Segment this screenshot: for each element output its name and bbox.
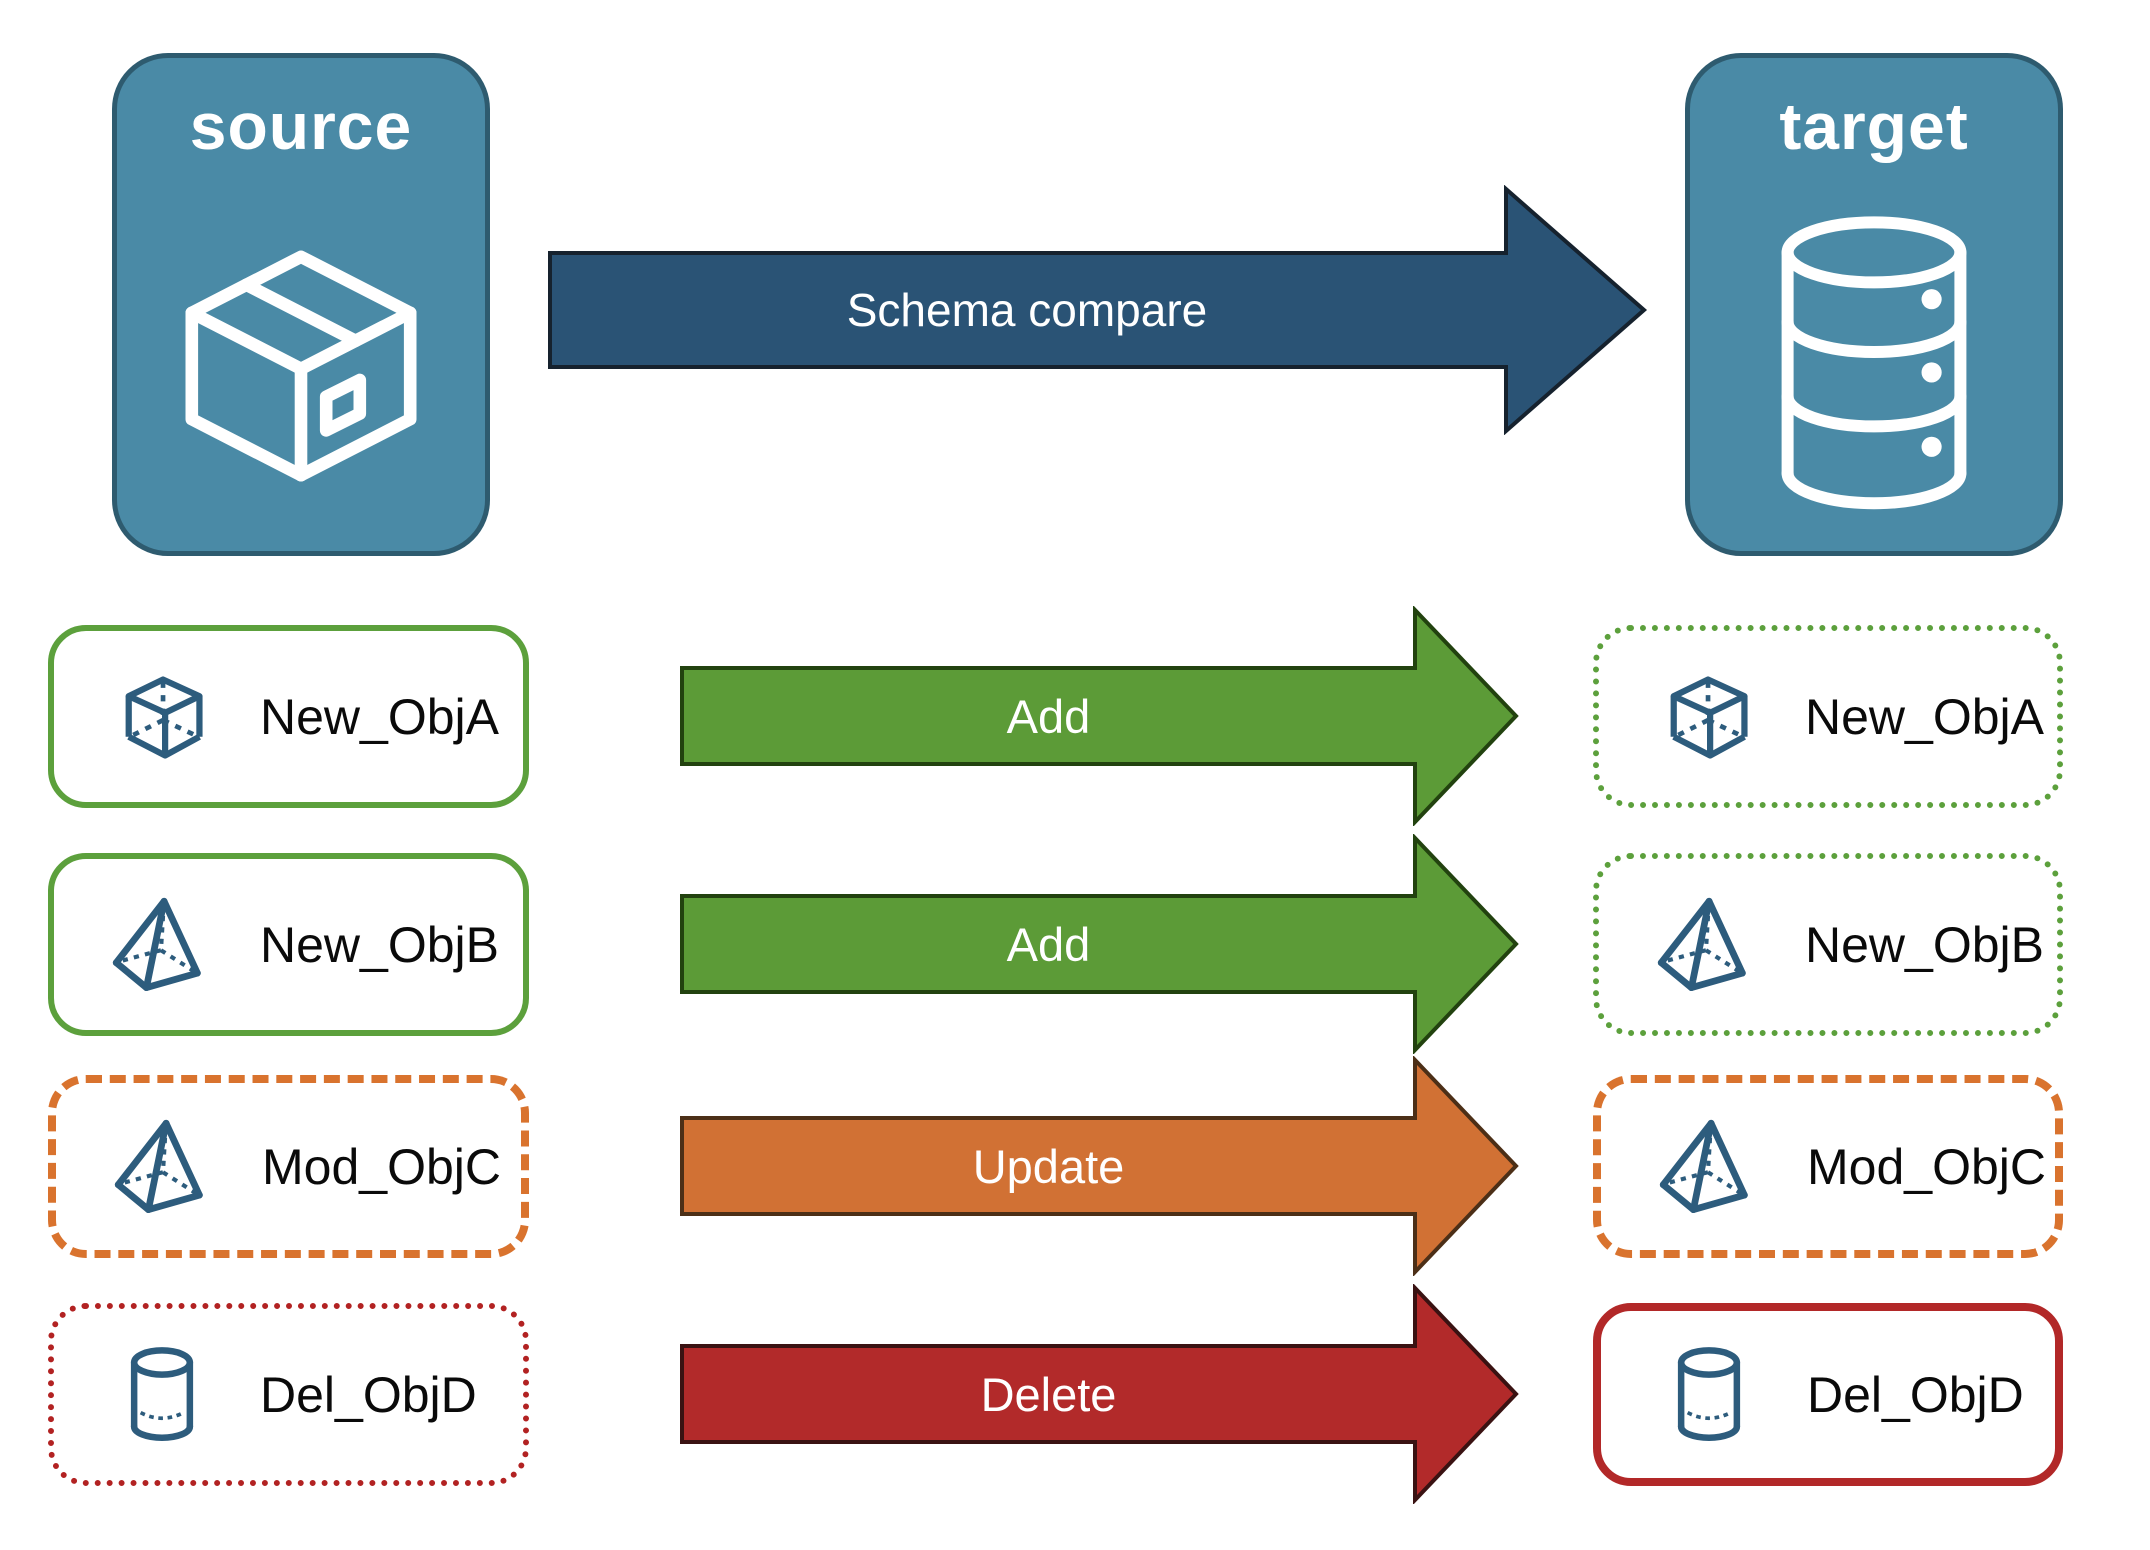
target-label: target [1779,89,1969,163]
object-label: New_ObjA [1805,688,2044,745]
object-label: Mod_ObjC [262,1138,501,1195]
schema-compare-arrow-label: Schema compare [846,284,1208,336]
pyramid-icon [1659,1119,1748,1213]
add-arrow-row1 [680,606,1519,826]
add-arrow-label-row1: Add [1006,689,1091,743]
target-node: target [1685,53,2063,556]
pyramid-icon [1657,897,1746,991]
source-node: source [112,53,490,556]
object-label: Del_ObjD [260,1366,477,1423]
target-object-new-obja: New_ObjA [1593,625,2063,808]
package-icon [185,250,417,482]
update-arrow-row3 [680,1056,1519,1276]
delete-arrow-row4 [680,1284,1519,1504]
source-object-new-objb: New_ObjB [48,853,529,1036]
target-object-del-objd: Del_ObjD [1593,1303,2063,1486]
pyramid-icon [114,1119,203,1213]
cylinder-icon [1677,1346,1741,1441]
add-arrow-label-row2: Add [1006,917,1091,971]
source-label: source [189,89,413,163]
cylinder-icon [130,1346,194,1441]
object-label: New_ObjA [260,688,499,745]
cube-icon [125,675,203,759]
object-label: Mod_ObjC [1807,1138,2046,1195]
schema-compare-arrow [548,185,1648,435]
object-label: New_ObjB [1805,916,2044,973]
pyramid-icon [112,897,201,991]
source-object-del-objd: Del_ObjD [48,1303,529,1486]
target-object-new-objb: New_ObjB [1593,853,2063,1036]
object-label: New_ObjB [260,916,499,973]
update-arrow-label-row3: Update [972,1139,1125,1193]
database-icon [1781,216,1967,510]
target-object-mod-objc: Mod_ObjC [1593,1075,2063,1258]
cube-icon [1670,675,1748,759]
delete-arrow-label-row4: Delete [980,1367,1117,1421]
source-object-new-obja: New_ObjA [48,625,529,808]
object-label: Del_ObjD [1807,1366,2024,1423]
source-object-mod-objc: Mod_ObjC [48,1075,529,1258]
add-arrow-row2 [680,834,1519,1054]
